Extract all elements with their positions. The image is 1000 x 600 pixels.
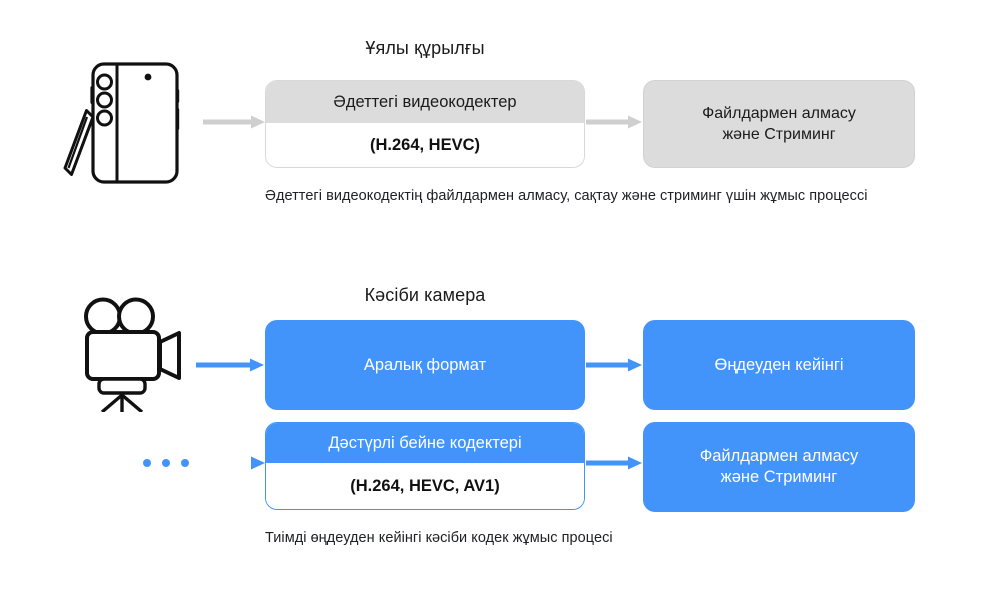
arrow-post-to-right-fade: [914, 357, 1000, 373]
dot-2: [162, 459, 170, 467]
arrow-icon-to-codecs: [203, 114, 267, 130]
node-file-exchange-streaming-blue[interactable]: Файлдармен алмасу және Стриминг: [643, 422, 915, 512]
node-body: Файлдармен алмасу және Стриминг: [699, 447, 859, 486]
movie-camera-icon: [62, 292, 192, 414]
dot-1: [143, 459, 151, 467]
caption-mobile-workflow: Әдеттегі видеокодектің файлдармен алмасу…: [265, 188, 868, 204]
arrow-traditional-to-streaming: [586, 455, 644, 471]
arrow-dots-to-traditional: [185, 455, 267, 471]
node-body: Файлдармен алмасу және Стриминг: [702, 105, 856, 143]
node-header: Дәстүрлі бейне кодектері: [266, 423, 584, 463]
node-post-production[interactable]: Өңдеуден кейінгі: [643, 320, 915, 410]
node-intermediate-format[interactable]: Аралық формат: [265, 320, 585, 410]
node-body: Өңдеуден кейінгі: [714, 355, 844, 374]
arrow-intermediate-to-post: [586, 357, 644, 373]
caption-camera-workflow: Тиімді өңдеуден кейінгі кәсіби кодек жұм…: [265, 530, 613, 546]
arrow-codecs-to-streaming: [586, 114, 644, 130]
continuation-dots: [143, 459, 189, 467]
node-traditional-video-codecs[interactable]: Дәстүрлі бейне кодектері (H.264, HEVC, A…: [265, 422, 585, 510]
section-title-camera: Кәсіби камера: [364, 285, 486, 305]
arrow-camera-to-intermediate: [196, 357, 266, 373]
node-standard-video-codecs[interactable]: Әдеттегі видеокодектер (H.264, HEVC): [265, 80, 585, 168]
node-header: Әдеттегі видеокодектер: [266, 81, 584, 123]
node-file-exchange-streaming[interactable]: Файлдармен алмасу және Стриминг: [643, 80, 915, 168]
smartphone-with-stylus-icon: [62, 46, 192, 186]
section-title-mobile: Ұялы құрылғы: [365, 38, 485, 58]
node-body: (H.264, HEVC): [266, 123, 584, 167]
node-body: Аралық формат: [363, 355, 487, 374]
node-body: (H.264, HEVC, AV1): [266, 463, 584, 509]
